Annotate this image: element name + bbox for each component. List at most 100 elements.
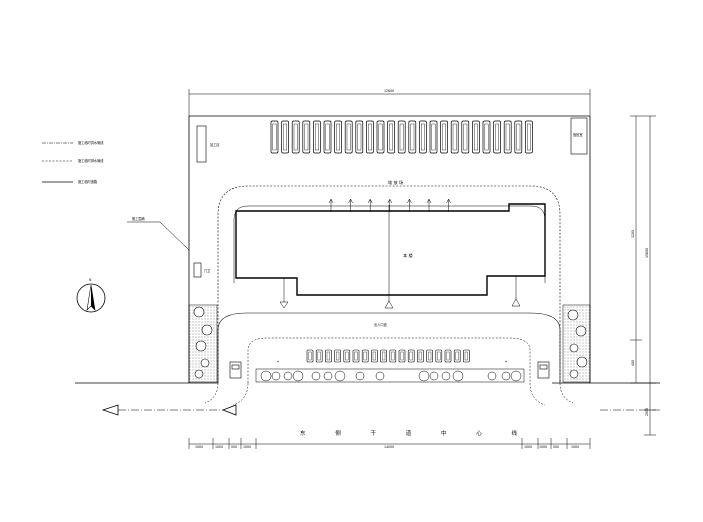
compass-n-label: N — [89, 278, 92, 282]
parking-stall — [435, 349, 443, 363]
bottom-dim-l3: 500 — [231, 445, 237, 449]
storage-rack — [334, 120, 342, 154]
storage-racks — [270, 120, 533, 154]
parking-stall — [352, 349, 360, 363]
gate-boxes — [229, 361, 550, 379]
parking-stalls — [306, 349, 470, 363]
right-dim-3: 400 — [631, 360, 635, 366]
storage-rack — [397, 120, 406, 154]
site-road-inner — [233, 205, 546, 283]
top-dim-text: 12600 — [384, 89, 394, 93]
up-arrows — [328, 198, 451, 212]
storage-rack — [355, 120, 364, 154]
site-road-dashed — [217, 185, 561, 383]
right-dim-4: 2000 — [645, 408, 649, 416]
parking-stall — [407, 349, 415, 363]
green-area-trees — [193, 306, 588, 379]
shrub — [334, 370, 346, 382]
shrub — [260, 370, 272, 382]
up-arrow — [328, 198, 334, 212]
storage-rack — [503, 120, 512, 154]
shrub — [510, 370, 522, 382]
storage-rack — [313, 120, 321, 154]
shrub — [355, 371, 365, 381]
storage-rack — [323, 120, 332, 154]
storage-rack — [514, 120, 523, 154]
storage-rack — [302, 120, 311, 154]
storage-rack — [366, 120, 374, 154]
parking-stall — [417, 349, 424, 363]
parking-stall — [426, 349, 433, 363]
star-marker-right: * — [505, 360, 507, 365]
storage-rack — [387, 120, 395, 154]
shrub — [487, 371, 497, 381]
yard-label: 堆 放 场 — [388, 179, 403, 186]
bottom-dim-r2: 1000 — [539, 445, 547, 449]
shrub — [375, 371, 385, 381]
main-building — [235, 203, 546, 296]
parking-stall — [463, 349, 470, 363]
storage-rack — [482, 120, 491, 154]
parking-stall — [371, 349, 378, 363]
bottom-dim-r4: 1000 — [571, 445, 579, 449]
boundary-wall-callout: 施工围墙 — [127, 216, 190, 251]
right-dimensions — [630, 115, 656, 436]
shrub — [323, 371, 333, 381]
parking-stall — [361, 349, 369, 363]
processing-area-label: 加工区 — [210, 142, 220, 147]
storage-rack — [429, 120, 438, 154]
entrance-road-label: 出入口道 — [374, 322, 388, 327]
storage-rack — [376, 120, 385, 154]
parking-stall — [315, 349, 323, 363]
duty-room-label: 值班室 — [573, 132, 583, 137]
shrub — [501, 371, 511, 381]
parking-stall — [325, 349, 332, 363]
shrub — [292, 370, 304, 382]
up-arrow — [367, 198, 373, 212]
up-arrow — [348, 198, 353, 212]
up-arrow — [446, 198, 451, 212]
storage-rack — [440, 120, 448, 154]
storage-rack — [461, 120, 470, 154]
storage-rack — [419, 120, 427, 154]
building-label: 本 楼 — [403, 252, 413, 259]
shrub — [429, 371, 439, 381]
star-marker-left: * — [277, 360, 279, 365]
parking-stall — [453, 349, 461, 363]
storage-rack — [525, 120, 533, 154]
storage-rack — [493, 120, 501, 154]
bottom-dim-r1: 1000 — [524, 445, 532, 449]
up-arrow — [407, 198, 412, 212]
bottom-road-label: 东 侧 干 道 中 心 线 — [300, 429, 531, 437]
parking-stall — [343, 349, 351, 363]
shrub — [283, 371, 293, 381]
bottom-dim-l4: 1000 — [243, 445, 251, 449]
up-arrow — [426, 198, 432, 212]
north-compass: N — [76, 278, 106, 313]
storage-rack — [281, 120, 289, 154]
parking-stall — [389, 349, 397, 363]
right-dim-1: 1200 — [631, 230, 635, 238]
legend-label-road: 施工临时道路 — [78, 179, 98, 184]
parking-stall — [306, 349, 314, 363]
bottom-dim-l1: 1000 — [195, 445, 203, 449]
storage-rack — [270, 120, 279, 154]
parking-stall — [380, 349, 387, 363]
shrubs — [260, 370, 522, 382]
bottom-dimensions — [188, 438, 591, 449]
duty-room-rect — [570, 117, 588, 155]
shrub — [311, 371, 321, 381]
shrub — [441, 371, 451, 381]
entrance-road-dashed — [247, 337, 531, 383]
storage-rack — [408, 120, 417, 154]
parking-stall — [398, 349, 406, 363]
entrance-road — [217, 312, 561, 383]
shrub — [418, 370, 430, 382]
legend-label-water: 施工临时供水管线 — [78, 140, 104, 145]
storage-rack — [450, 120, 459, 154]
up-arrow — [387, 198, 393, 212]
shrub — [271, 371, 281, 381]
storage-rack — [291, 120, 300, 154]
gate-markers — [279, 276, 521, 309]
